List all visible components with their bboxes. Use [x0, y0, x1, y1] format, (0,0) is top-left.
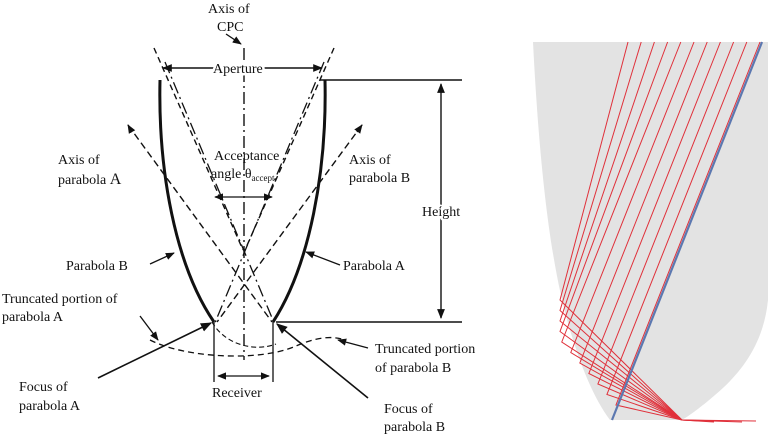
axis-a-arrowhead	[127, 124, 136, 134]
parabola-a-wall	[271, 79, 327, 323]
truncated-b-pointer	[337, 338, 369, 349]
parabola-a-axis-line	[164, 61, 276, 326]
cpc-body-shape	[533, 42, 768, 420]
parabola-b-wall	[158, 79, 216, 323]
aperture-label: Aperture	[213, 62, 263, 77]
parabola-a-pointer	[305, 251, 341, 266]
ray-line	[559, 41, 683, 421]
truncated-parabola-a-curve	[149, 336, 346, 357]
cpc-schematic: Axis of CPC Aperture Height Acceptance a…	[2, 2, 475, 435]
axis-cpc-label-line1: Axis of	[208, 2, 250, 17]
truncated-a-pointer	[139, 315, 159, 341]
focus-b-label-line2: parabola B	[384, 420, 445, 435]
height-label: Height	[422, 205, 460, 220]
ray-line	[615, 41, 761, 421]
ray-line	[561, 41, 683, 421]
ray-line	[606, 41, 748, 421]
ray-line	[559, 41, 683, 421]
ray-line	[588, 41, 721, 421]
ray-line	[559, 41, 683, 421]
acceptance-line-left	[153, 47, 244, 251]
acceptance-label-line2: angle θaccept	[211, 167, 275, 183]
truncated-b-label-line2: of parabola B	[375, 361, 451, 376]
parabola-b-label: Parabola B	[66, 259, 128, 274]
axis-b-arrowhead	[354, 124, 363, 134]
axis-a-dashed-line	[127, 124, 273, 323]
axis-cpc-pointer	[225, 33, 242, 45]
axis-b-label-line2: parabola B	[349, 171, 410, 186]
axis-b-dashed-line	[216, 124, 363, 323]
focus-b-pointer	[276, 323, 369, 399]
truncated-b-label-line1: Truncated portion	[375, 342, 475, 357]
ray-line	[559, 41, 683, 421]
acceptance-line-right	[244, 47, 335, 251]
focus-b-label-line1: Focus of	[384, 402, 433, 417]
acceptance-label-line1: Acceptance	[214, 149, 279, 164]
truncated-a-label-line1: Truncated portion of	[2, 292, 118, 307]
ray-line	[570, 41, 695, 421]
ray-line	[597, 41, 735, 421]
ray-trace-panel	[533, 41, 768, 423]
axis-b-label-line1: Axis of	[349, 153, 391, 168]
ray-line	[579, 41, 708, 421]
axis-cpc-label-line2: CPC	[217, 20, 243, 35]
ray-exit-line	[681, 419, 757, 422]
focus-a-pointer	[97, 322, 213, 379]
focus-a-label-line1: Focus of	[19, 380, 68, 395]
parabola-a-label: Parabola A	[343, 259, 406, 274]
parabola-b-pointer	[149, 252, 175, 265]
receiver-label: Receiver	[212, 386, 262, 401]
parabola-b-axis-line	[213, 61, 325, 326]
axis-a-label-line2: parabola A	[58, 171, 122, 188]
truncated-a-label-line2: parabola A	[2, 310, 64, 325]
ray-group	[559, 41, 761, 423]
axis-a-label-line1: Axis of	[58, 153, 100, 168]
blue-axis-line	[610, 41, 764, 421]
truncated-parabola-b-curve	[211, 321, 277, 348]
focus-a-label-line2: parabola A	[19, 399, 81, 414]
